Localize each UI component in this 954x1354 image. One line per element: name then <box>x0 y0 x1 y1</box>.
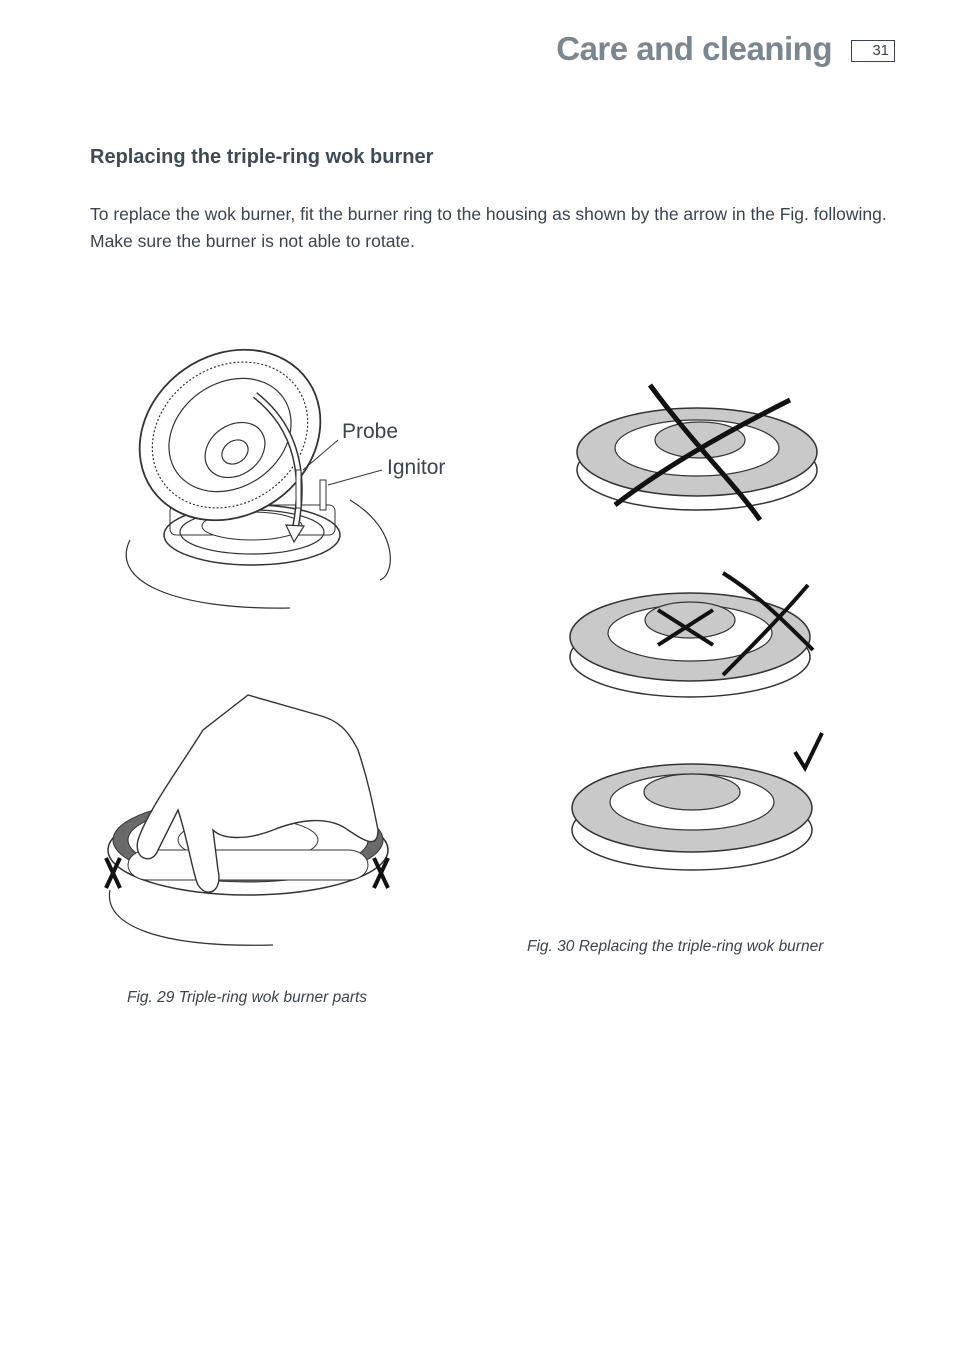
probe-label: Probe <box>342 420 399 443</box>
burner-wrong-1-illustration <box>570 380 825 530</box>
burner-correct-illustration <box>570 730 830 880</box>
page-title: Care and cleaning <box>556 30 832 67</box>
fig30-caption: Fig. 30 Replacing the triple-ring wok bu… <box>527 938 824 955</box>
fig29-caption: Fig. 29 Triple-ring wok burner parts <box>127 989 368 1006</box>
burner-parts-illustration <box>110 340 400 615</box>
page-number: 31 <box>851 40 895 62</box>
intro-paragraph: To replace the wok burner, fit the burne… <box>90 204 887 251</box>
burner-wrong-2-illustration <box>568 565 823 710</box>
hand-fitting-illustration <box>98 690 398 955</box>
ignitor-label: Ignitor <box>387 456 446 479</box>
section-heading: Replacing the triple-ring wok burner <box>90 146 434 168</box>
